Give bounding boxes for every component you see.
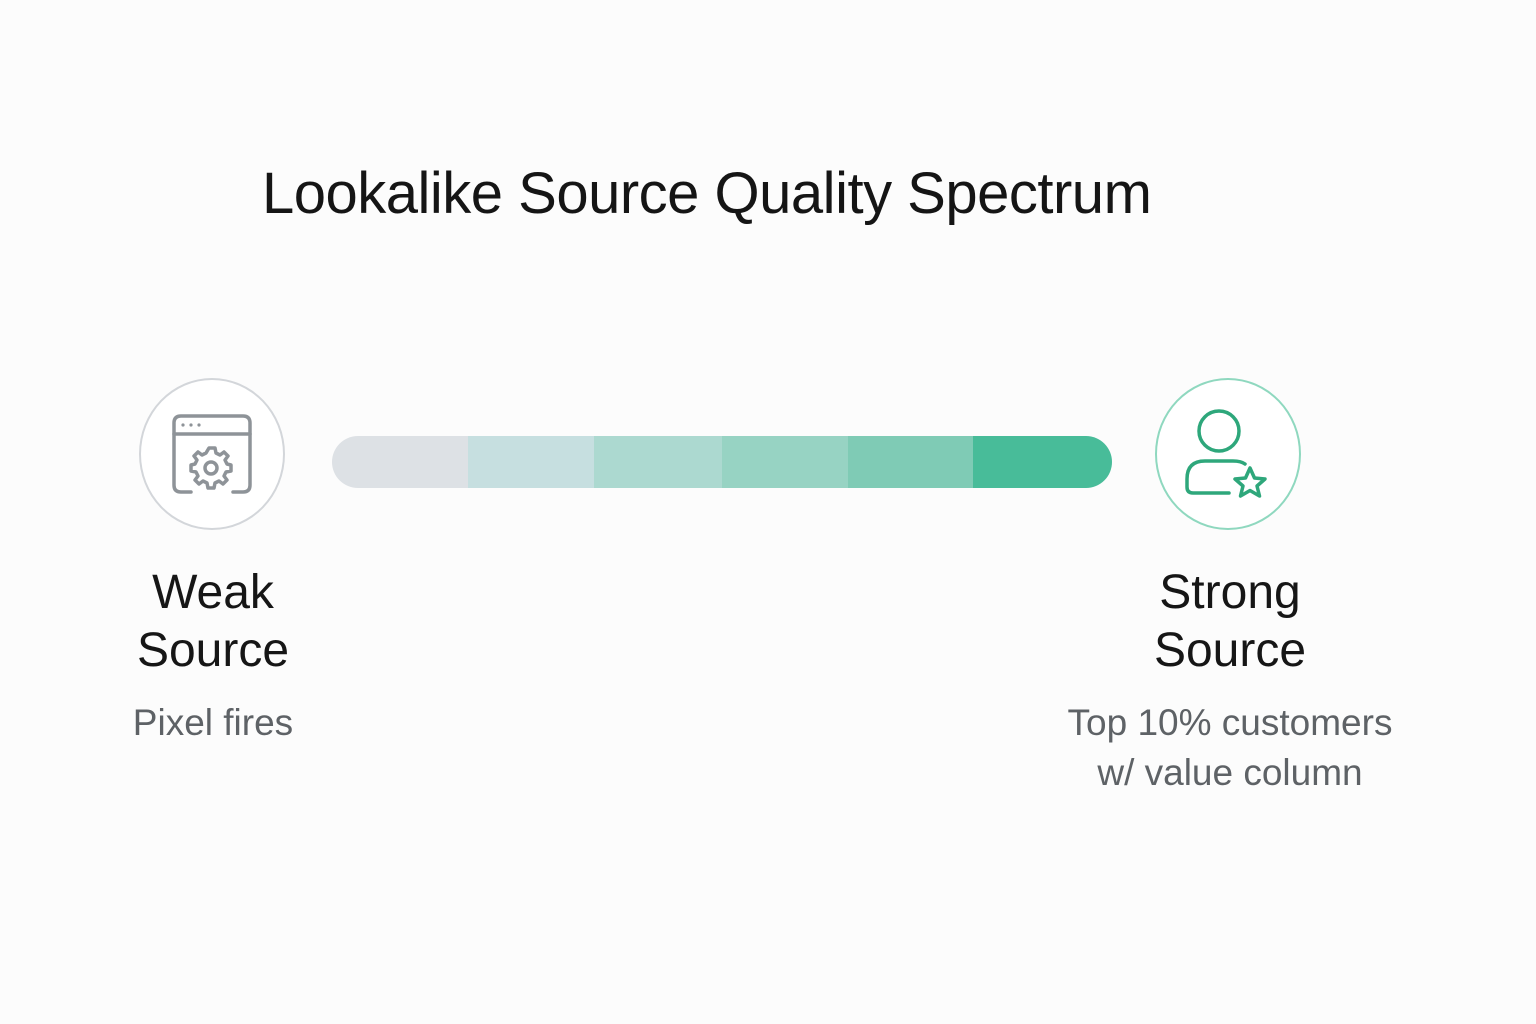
weak-source-description: Pixel fires bbox=[63, 698, 363, 748]
user-star-icon bbox=[1185, 409, 1267, 498]
spectrum-segment bbox=[848, 436, 973, 488]
spectrum-segment bbox=[468, 436, 594, 488]
strong-label-line2: Source bbox=[1153, 624, 1307, 677]
strong-source-label: Strong Source bbox=[1080, 564, 1380, 680]
spectrum-segment bbox=[332, 436, 468, 488]
strong-label-line1: Strong bbox=[1159, 566, 1301, 619]
strong-source-description: Top 10% customers w/ value column bbox=[1030, 698, 1430, 798]
spectrum-segment bbox=[973, 436, 1112, 488]
weak-source-badge bbox=[139, 378, 285, 530]
quality-spectrum-bar bbox=[332, 436, 1112, 488]
weak-source-label: Weak Source bbox=[63, 564, 363, 680]
weak-label-line2: Source bbox=[136, 624, 290, 677]
page-title: Lookalike Source Quality Spectrum bbox=[262, 161, 1152, 226]
strong-desc-line1: Top 10% customers bbox=[1067, 702, 1393, 743]
weak-label-line1: Weak bbox=[152, 566, 274, 619]
spectrum-segment bbox=[594, 436, 722, 488]
strong-desc-line2: w/ value column bbox=[1097, 752, 1363, 793]
strong-source-badge bbox=[1155, 378, 1301, 530]
browser-gear-icon bbox=[172, 414, 252, 494]
weak-desc-line1: Pixel fires bbox=[132, 702, 294, 743]
spectrum-segment bbox=[722, 436, 848, 488]
